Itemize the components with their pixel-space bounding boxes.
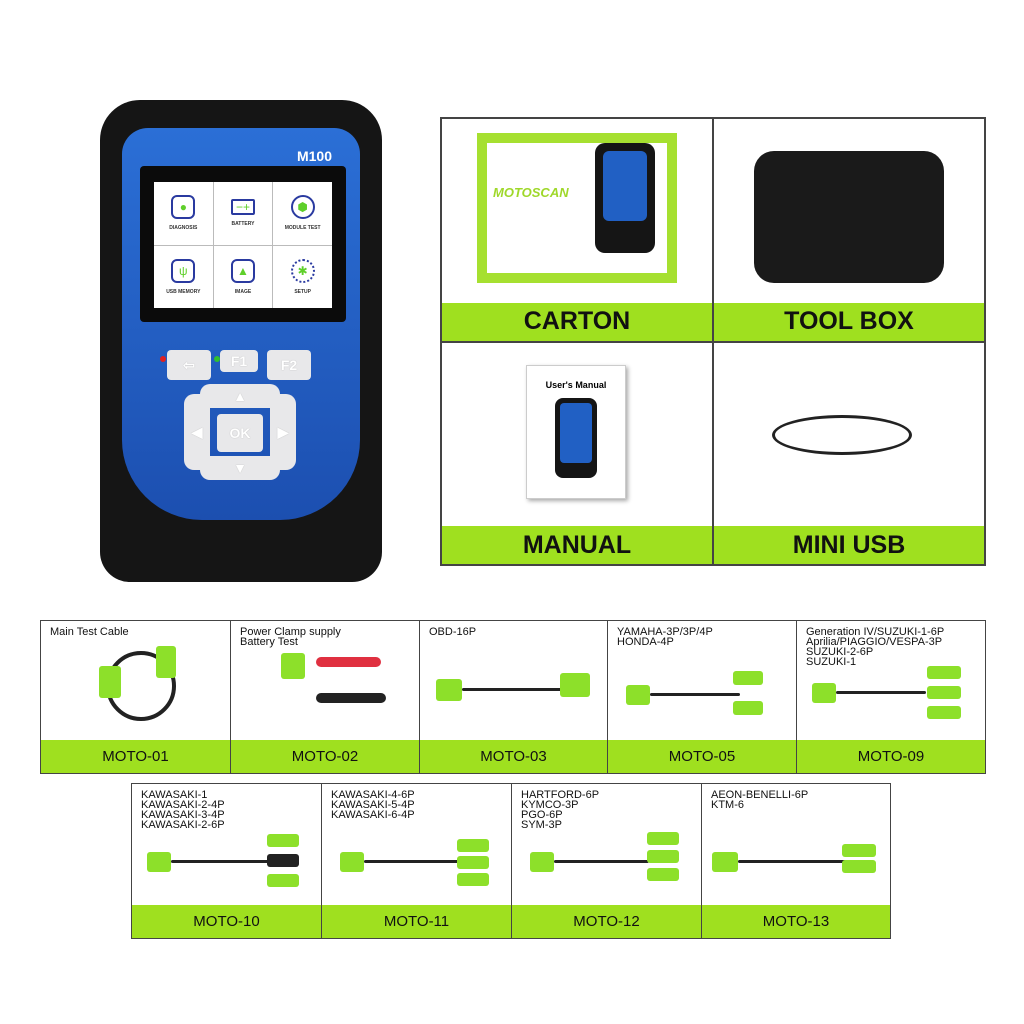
- cable-desc: KAWASAKI-6-4P: [331, 809, 415, 821]
- cable-desc: Generation IV/SUZUKI-1-6P: [806, 626, 945, 638]
- manual-title: User's Manual: [545, 379, 607, 390]
- cable-desc: KAWASAKI-2-4P: [141, 799, 225, 811]
- module-icon: ⬢: [290, 195, 315, 220]
- led-green: [214, 356, 220, 362]
- app-label: MODULE TEST: [284, 225, 321, 232]
- usb-icon: ψ: [171, 258, 196, 283]
- app-label: IMAGE: [234, 288, 252, 295]
- carton-label: CARTON: [442, 302, 712, 341]
- cable-desc: SUZUKI-1: [806, 656, 857, 668]
- image-icon: ▲: [230, 258, 255, 283]
- cable-desc: HARTFORD-6P: [521, 789, 600, 801]
- package-contents-grid: MOTOSCAN CARTON TOOL BOX User's Manual M…: [440, 117, 986, 566]
- app-label: USB MEMORY: [166, 288, 201, 295]
- manual-cell: User's Manual MANUAL: [441, 341, 713, 565]
- app-image: ▲ IMAGE: [213, 245, 273, 308]
- cable-desc: HONDA-4P: [617, 636, 674, 648]
- app-module-test: ⬢ MODULE TEST: [273, 182, 332, 245]
- cable-code: MOTO-03: [420, 740, 607, 773]
- cable-desc: SYM-3P: [521, 819, 562, 831]
- cable-desc: KAWASAKI-1: [141, 789, 208, 801]
- cable-code: MOTO-02: [231, 740, 419, 773]
- cable-code: MOTO-10: [132, 905, 321, 938]
- cable-desc: PGO-6P: [521, 809, 563, 821]
- cable-code: MOTO-01: [41, 740, 230, 773]
- cable-desc: KAWASAKI-3-4P: [141, 809, 225, 821]
- cable-desc: Power Clamp supply: [240, 626, 341, 638]
- app-label: DIAGNOSIS: [169, 225, 198, 232]
- manual-label: MANUAL: [442, 526, 712, 564]
- toolbox-label: TOOL BOX: [714, 302, 984, 341]
- cable-desc: KAWASAKI-2-6P: [141, 819, 225, 831]
- cable-desc: Main Test Cable: [50, 626, 129, 638]
- app-label: BATTERY: [231, 221, 255, 228]
- cable-code: MOTO-05: [608, 740, 796, 773]
- carton-cell: MOTOSCAN CARTON: [441, 118, 713, 342]
- cable-desc: KAWASAKI-5-4P: [331, 799, 415, 811]
- cable-desc: Battery Test: [240, 636, 298, 648]
- carton-brand: MOTOSCAN: [493, 185, 569, 200]
- cable-code: MOTO-11: [322, 905, 511, 938]
- cable-desc: Aprilia/PIAGGIO/VESPA-3P: [806, 636, 943, 648]
- app-label: SETUP: [294, 288, 311, 295]
- usb-cell: MINI USB: [713, 341, 985, 565]
- cable-desc: KYMCO-3P: [521, 799, 579, 811]
- ok-key: OK: [217, 414, 263, 452]
- led-red: [160, 356, 166, 362]
- usb-label: MINI USB: [714, 526, 984, 564]
- manual-image: User's Manual: [526, 364, 626, 499]
- cable-desc: OBD-16P: [429, 626, 477, 638]
- app-diagnosis: ● DIAGNOSIS: [154, 182, 213, 245]
- cable-moto-01: Main Test Cable MOTO-01: [41, 621, 231, 773]
- cables-row-1: Main Test Cable MOTO-01 Power Clamp supp…: [40, 620, 986, 774]
- up-key: ▲: [200, 384, 280, 408]
- cable-code: MOTO-12: [512, 905, 701, 938]
- gear-icon: ✱: [290, 258, 315, 283]
- cable-desc: KTM-6: [711, 799, 744, 811]
- cable-desc: YAMAHA-3P/3P/4P: [617, 626, 713, 638]
- app-battery: −+ BATTERY: [213, 182, 273, 245]
- f2-key: F2: [267, 350, 311, 380]
- cable-desc: KAWASAKI-4-6P: [331, 789, 415, 801]
- toolbox-image: [754, 151, 944, 283]
- cable-moto-03: OBD-16P MOTO-03: [420, 621, 608, 773]
- battery-icon: −+: [230, 199, 255, 216]
- cable-desc: AEON-BENELLI-6P: [711, 789, 809, 801]
- back-key: ⇦: [167, 350, 211, 380]
- scanner-device: M100 ● DIAGNOSIS −+ BATTERY ⬢ MODULE TEST ψ…: [100, 100, 382, 582]
- f1-key: F1: [220, 350, 258, 372]
- cable-code: MOTO-09: [797, 740, 985, 773]
- toolbox-cell: TOOL BOX: [713, 118, 985, 342]
- cable-desc: SUZUKI-2-6P: [806, 646, 874, 658]
- device-front-panel: M100 ● DIAGNOSIS −+ BATTERY ⬢ MODULE TEST ψ…: [122, 128, 360, 520]
- cable-code: MOTO-13: [702, 905, 890, 938]
- app-setup: ✱ SETUP: [273, 245, 332, 308]
- usb-cable-image: [772, 414, 912, 455]
- diagnosis-icon: ●: [171, 195, 196, 220]
- carton-image: MOTOSCAN: [477, 133, 677, 283]
- down-key: ▼: [200, 456, 280, 480]
- model-label: M100: [296, 148, 332, 164]
